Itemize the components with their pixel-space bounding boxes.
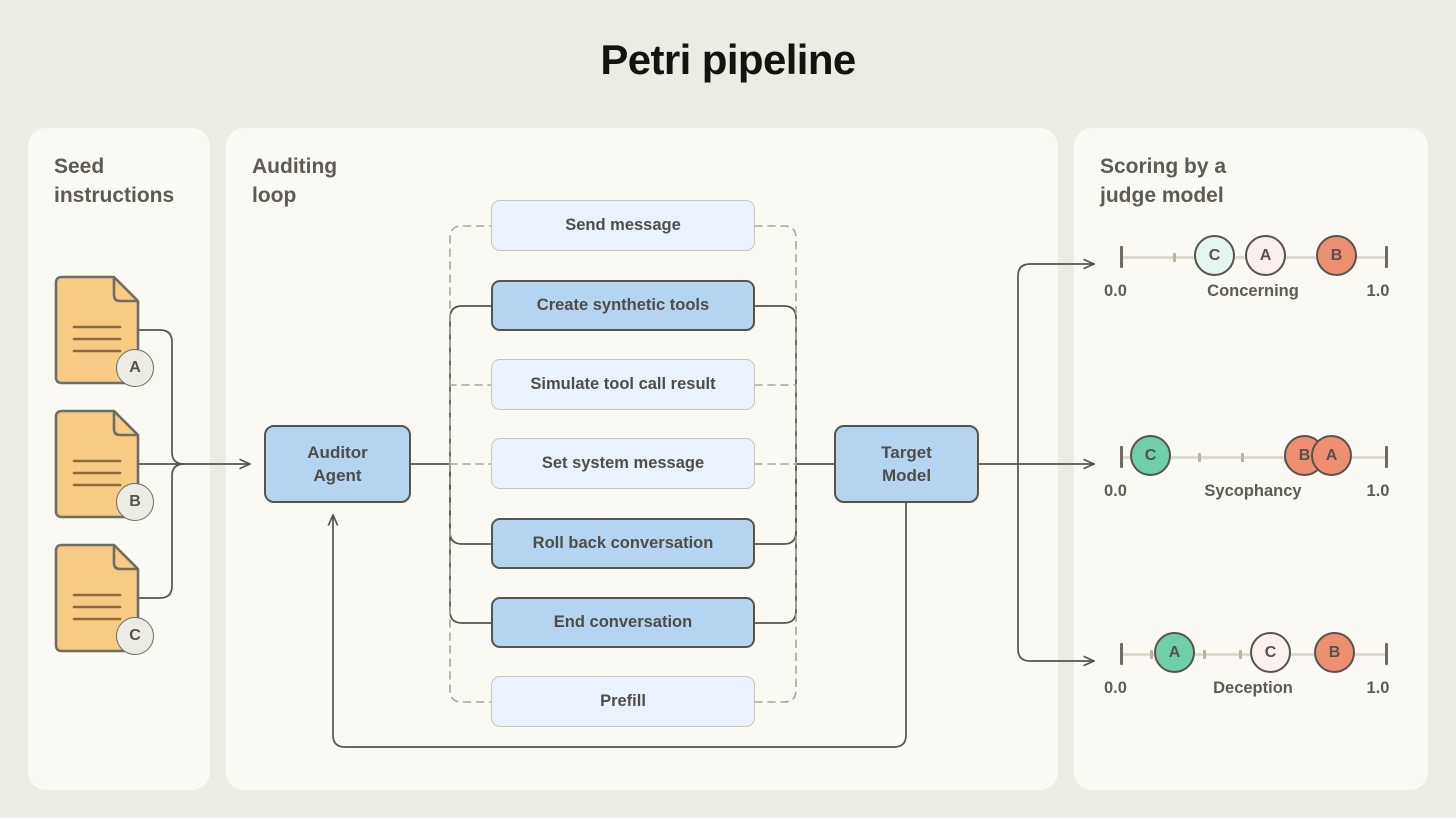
score-label: Deception xyxy=(1213,679,1293,697)
seed-document-b[interactable]: B xyxy=(52,409,154,521)
action-set-system-message[interactable]: Set system message xyxy=(491,438,755,489)
score-min-value: 0.0 xyxy=(1104,282,1127,300)
score-dot-c[interactable]: C xyxy=(1130,435,1171,476)
score-max-value: 1.0 xyxy=(1366,482,1390,500)
action-end-conversation[interactable]: End conversation xyxy=(491,597,755,648)
panel-seed-title: Seed instructions xyxy=(54,155,175,207)
score-row-sycophancy: C B A 0.0 Sycophancy 1.0 xyxy=(1098,416,1408,512)
axis-cap-max xyxy=(1385,643,1388,665)
node-target-model[interactable]: Target Model xyxy=(834,425,979,503)
action-simulate-tool-call-result[interactable]: Simulate tool call result xyxy=(491,359,755,410)
node-auditor-agent[interactable]: Auditor Agent xyxy=(264,425,411,503)
seed-badge-b: B xyxy=(116,483,154,521)
axis-cap-max xyxy=(1385,446,1388,468)
score-dot-a[interactable]: A xyxy=(1311,435,1352,476)
score-label: Sycophancy xyxy=(1204,482,1302,500)
action-roll-back-conversation[interactable]: Roll back conversation xyxy=(491,518,755,569)
score-dot-a[interactable]: A xyxy=(1245,235,1286,276)
score-row-concerning: C A B 0.0 Concerning 1.0 xyxy=(1098,216,1408,312)
action-create-synthetic-tools[interactable]: Create synthetic tools xyxy=(491,280,755,331)
seed-badge-a: A xyxy=(116,349,154,387)
seed-document-c[interactable]: C xyxy=(52,543,154,655)
score-min-value: 0.0 xyxy=(1104,679,1127,697)
axis-tick xyxy=(1150,650,1153,659)
seed-badge-c: C xyxy=(116,617,154,655)
score-dot-a[interactable]: A xyxy=(1154,632,1195,673)
action-send-message[interactable]: Send message xyxy=(491,200,755,251)
axis-cap-min xyxy=(1120,446,1123,468)
panel-audit-title: Auditing loop xyxy=(252,155,338,207)
action-prefill[interactable]: Prefill xyxy=(491,676,755,727)
axis-tick xyxy=(1198,453,1201,462)
score-dot-b[interactable]: B xyxy=(1314,632,1355,673)
axis-cap-max xyxy=(1385,246,1388,268)
seed-document-a[interactable]: A xyxy=(52,275,154,387)
page-title: Petri pipeline xyxy=(600,36,856,83)
score-axis xyxy=(1120,456,1388,459)
panel-score-title: Scoring by a judge model xyxy=(1100,155,1227,207)
score-min-value: 0.0 xyxy=(1104,482,1127,500)
axis-tick xyxy=(1173,253,1176,262)
score-dot-c[interactable]: C xyxy=(1250,632,1291,673)
score-dot-c[interactable]: C xyxy=(1194,235,1235,276)
axis-cap-min xyxy=(1120,246,1123,268)
score-row-deception: A C B 0.0 Deception 1.0 xyxy=(1098,613,1408,709)
score-max-value: 1.0 xyxy=(1366,282,1390,300)
document-icon xyxy=(54,543,140,653)
score-max-value: 1.0 xyxy=(1366,679,1390,697)
axis-tick xyxy=(1241,453,1244,462)
score-label: Concerning xyxy=(1207,282,1299,300)
axis-cap-min xyxy=(1120,643,1123,665)
score-dot-b[interactable]: B xyxy=(1316,235,1357,276)
axis-tick xyxy=(1239,650,1242,659)
axis-tick xyxy=(1203,650,1206,659)
